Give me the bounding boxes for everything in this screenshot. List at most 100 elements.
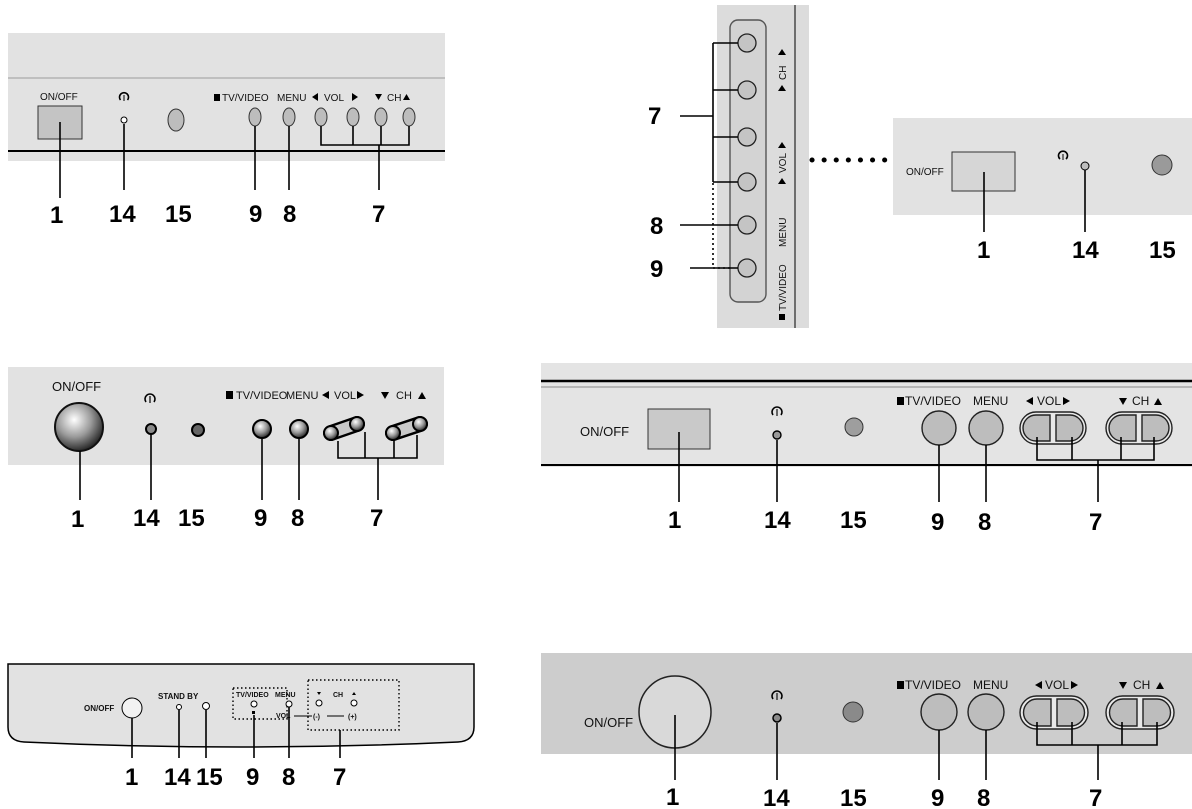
- ch-down-button[interactable]: [1108, 698, 1138, 727]
- menu-label: MENU: [973, 394, 1008, 408]
- vol-down-button[interactable]: [737, 172, 757, 192]
- tv-video-label: TV/VIDEO: [905, 394, 961, 408]
- ch-label: CH: [1133, 678, 1150, 692]
- tv-video-button[interactable]: [252, 419, 272, 439]
- vol-up-button[interactable]: [1056, 698, 1086, 727]
- menu-button[interactable]: [285, 700, 293, 708]
- power-icon: [144, 393, 156, 403]
- ch-up-button[interactable]: [350, 699, 358, 707]
- arrow-down-icon: [1119, 682, 1127, 689]
- vol-down-button[interactable]: [1022, 698, 1052, 727]
- callout-1: 1: [71, 506, 84, 533]
- arrow-down-icon: [381, 392, 389, 399]
- standby-indicator: [120, 116, 128, 124]
- vol-label: VOL: [1037, 394, 1061, 408]
- arrow-up-icon: [418, 392, 426, 399]
- tv-video-button[interactable]: [248, 107, 262, 127]
- remote-sensor: [191, 423, 205, 437]
- arrow-left-icon: [1026, 397, 1033, 405]
- callout-1: 1: [668, 507, 681, 534]
- menu-button[interactable]: [967, 693, 1005, 731]
- panel-a: ON/OFF TV/VIDEO MENU VOL CH 1 14 15 9 8: [8, 33, 445, 229]
- vol-up-button[interactable]: [1055, 414, 1084, 442]
- panel-f-body: [541, 653, 1192, 754]
- ch-up-button[interactable]: [737, 33, 757, 53]
- callout-1: 1: [125, 764, 138, 791]
- ch-down-button[interactable]: [385, 425, 401, 441]
- standby-indicator: [772, 430, 782, 440]
- square-icon: [897, 681, 904, 689]
- tv-video-button[interactable]: [737, 258, 757, 278]
- arrow-up-icon: [1156, 682, 1164, 689]
- callout-9: 9: [249, 201, 262, 228]
- callout-15: 15: [840, 507, 867, 534]
- vol-down-button[interactable]: [1022, 414, 1051, 442]
- onoff-button[interactable]: [121, 697, 143, 719]
- arrow-right-icon: [1071, 681, 1078, 689]
- ch-down-button[interactable]: [737, 80, 757, 100]
- callout-9: 9: [931, 785, 944, 809]
- vol-up-button[interactable]: [349, 416, 365, 432]
- ch-down-button[interactable]: [315, 699, 323, 707]
- menu-button[interactable]: [282, 107, 296, 127]
- power-icon: [1057, 150, 1069, 160]
- tv-video-label: TV/VIDEO: [778, 264, 789, 311]
- vol-label: VOL: [334, 390, 356, 402]
- panel-e: ON/OFF STAND BY TV/VIDEO MENU VOL CH (-)…: [7, 663, 475, 791]
- panel-b: CH VOL MENU TV/VIDEO ON/OFF: [648, 5, 1192, 328]
- tv-video-label: TV/VIDEO: [236, 692, 269, 699]
- callout-14: 14: [764, 507, 791, 534]
- vol-plus-label: (+): [348, 714, 357, 721]
- vol-down-button[interactable]: [323, 425, 339, 441]
- ch-down-button[interactable]: [374, 107, 388, 127]
- square-icon: [214, 94, 220, 101]
- ch-up-button[interactable]: [402, 107, 416, 127]
- callout-7: 7: [1089, 509, 1102, 536]
- onoff-label: ON/OFF: [584, 715, 633, 730]
- ch-up-button[interactable]: [412, 416, 428, 432]
- vol-label: VOL: [1045, 678, 1069, 692]
- arrow-right-icon: [357, 391, 364, 399]
- menu-label: MENU: [277, 93, 306, 104]
- ch-up-button[interactable]: [1142, 698, 1172, 727]
- arrow-down-icon: [1119, 398, 1127, 405]
- tv-video-button[interactable]: [920, 693, 958, 731]
- menu-button[interactable]: [289, 419, 309, 439]
- vol-up-button[interactable]: [346, 107, 360, 127]
- arrow-right-icon: [352, 93, 358, 101]
- callout-15: 15: [840, 785, 867, 809]
- arrow-right-icon: [1063, 397, 1070, 405]
- vol-label: VOL: [778, 153, 789, 173]
- callout-9: 9: [931, 509, 944, 536]
- tv-video-label: TV/VIDEO: [236, 390, 288, 402]
- menu-label: MENU: [286, 390, 318, 402]
- menu-button[interactable]: [968, 410, 1004, 446]
- callout-7: 7: [372, 201, 385, 228]
- callout-1: 1: [50, 202, 63, 229]
- vol-up-button[interactable]: [737, 127, 757, 147]
- vol-down-button[interactable]: [314, 107, 328, 127]
- onoff-button[interactable]: [54, 402, 104, 452]
- vol-label: VOL: [324, 93, 344, 104]
- callout-15: 15: [178, 505, 205, 532]
- remote-sensor: [167, 108, 185, 132]
- square-icon: [779, 314, 785, 320]
- ch-up-button[interactable]: [1141, 414, 1170, 442]
- standby-indicator: [145, 423, 157, 435]
- onoff-label: ON/OFF: [52, 379, 101, 394]
- menu-button[interactable]: [737, 215, 757, 235]
- callout-7: 7: [1089, 785, 1102, 809]
- callout-1: 1: [977, 237, 990, 264]
- callout-8: 8: [283, 201, 296, 228]
- callout-15: 15: [1149, 237, 1176, 264]
- callout-14: 14: [1072, 237, 1099, 264]
- ch-down-button[interactable]: [1108, 414, 1137, 442]
- tv-video-button[interactable]: [921, 410, 957, 446]
- remote-sensor: [202, 702, 210, 710]
- arrow-down-icon: [778, 85, 786, 91]
- remote-sensor: [842, 701, 864, 723]
- tv-video-button[interactable]: [250, 700, 258, 708]
- callout-15: 15: [196, 764, 223, 791]
- menu-label: MENU: [275, 692, 296, 699]
